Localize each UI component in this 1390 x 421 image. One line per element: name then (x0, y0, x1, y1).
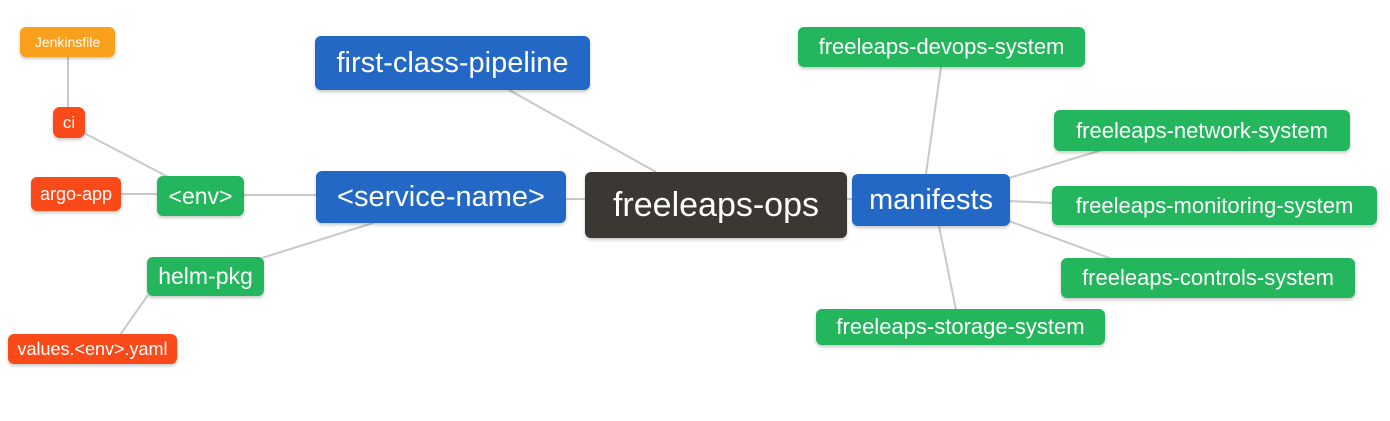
node-freeleaps-monitoring-system[interactable]: freeleaps-monitoring-system (1052, 186, 1377, 225)
node-freeleaps-network-system[interactable]: freeleaps-network-system (1054, 110, 1350, 151)
edge-manifests-network (1008, 149, 1103, 179)
node-freeleaps-devops-system[interactable]: freeleaps-devops-system (798, 27, 1085, 67)
edge-ci-env (83, 132, 171, 179)
edge-manifests-storage (938, 225, 957, 311)
node-jenkinsfile[interactable]: Jenkinsfile (20, 27, 115, 57)
edge-manifests-controls (1008, 220, 1113, 260)
node-manifests[interactable]: manifests (852, 174, 1010, 226)
node-ci[interactable]: ci (53, 107, 85, 138)
node-freeleaps-ops-root[interactable]: freeleaps-ops (585, 172, 847, 238)
edge-manifests-devops (925, 66, 942, 175)
edge-helm-pkg-values-yaml (119, 294, 149, 336)
node-freeleaps-controls-system[interactable]: freeleaps-controls-system (1061, 258, 1355, 298)
node-first-class-pipeline[interactable]: first-class-pipeline (315, 36, 590, 90)
edge-pipeline-root (508, 89, 657, 173)
node-freeleaps-storage-system[interactable]: freeleaps-storage-system (816, 309, 1105, 345)
node-helm-pkg[interactable]: helm-pkg (147, 257, 264, 296)
node-values-env-yaml[interactable]: values.<env>.yaml (8, 334, 177, 364)
edge-manifests-monitoring (1008, 200, 1054, 204)
node-env[interactable]: <env> (157, 176, 244, 216)
edge-service-name-helm-pkg (261, 222, 374, 259)
node-service-name[interactable]: <service-name> (316, 171, 566, 223)
node-argo-app[interactable]: argo-app (31, 177, 121, 211)
